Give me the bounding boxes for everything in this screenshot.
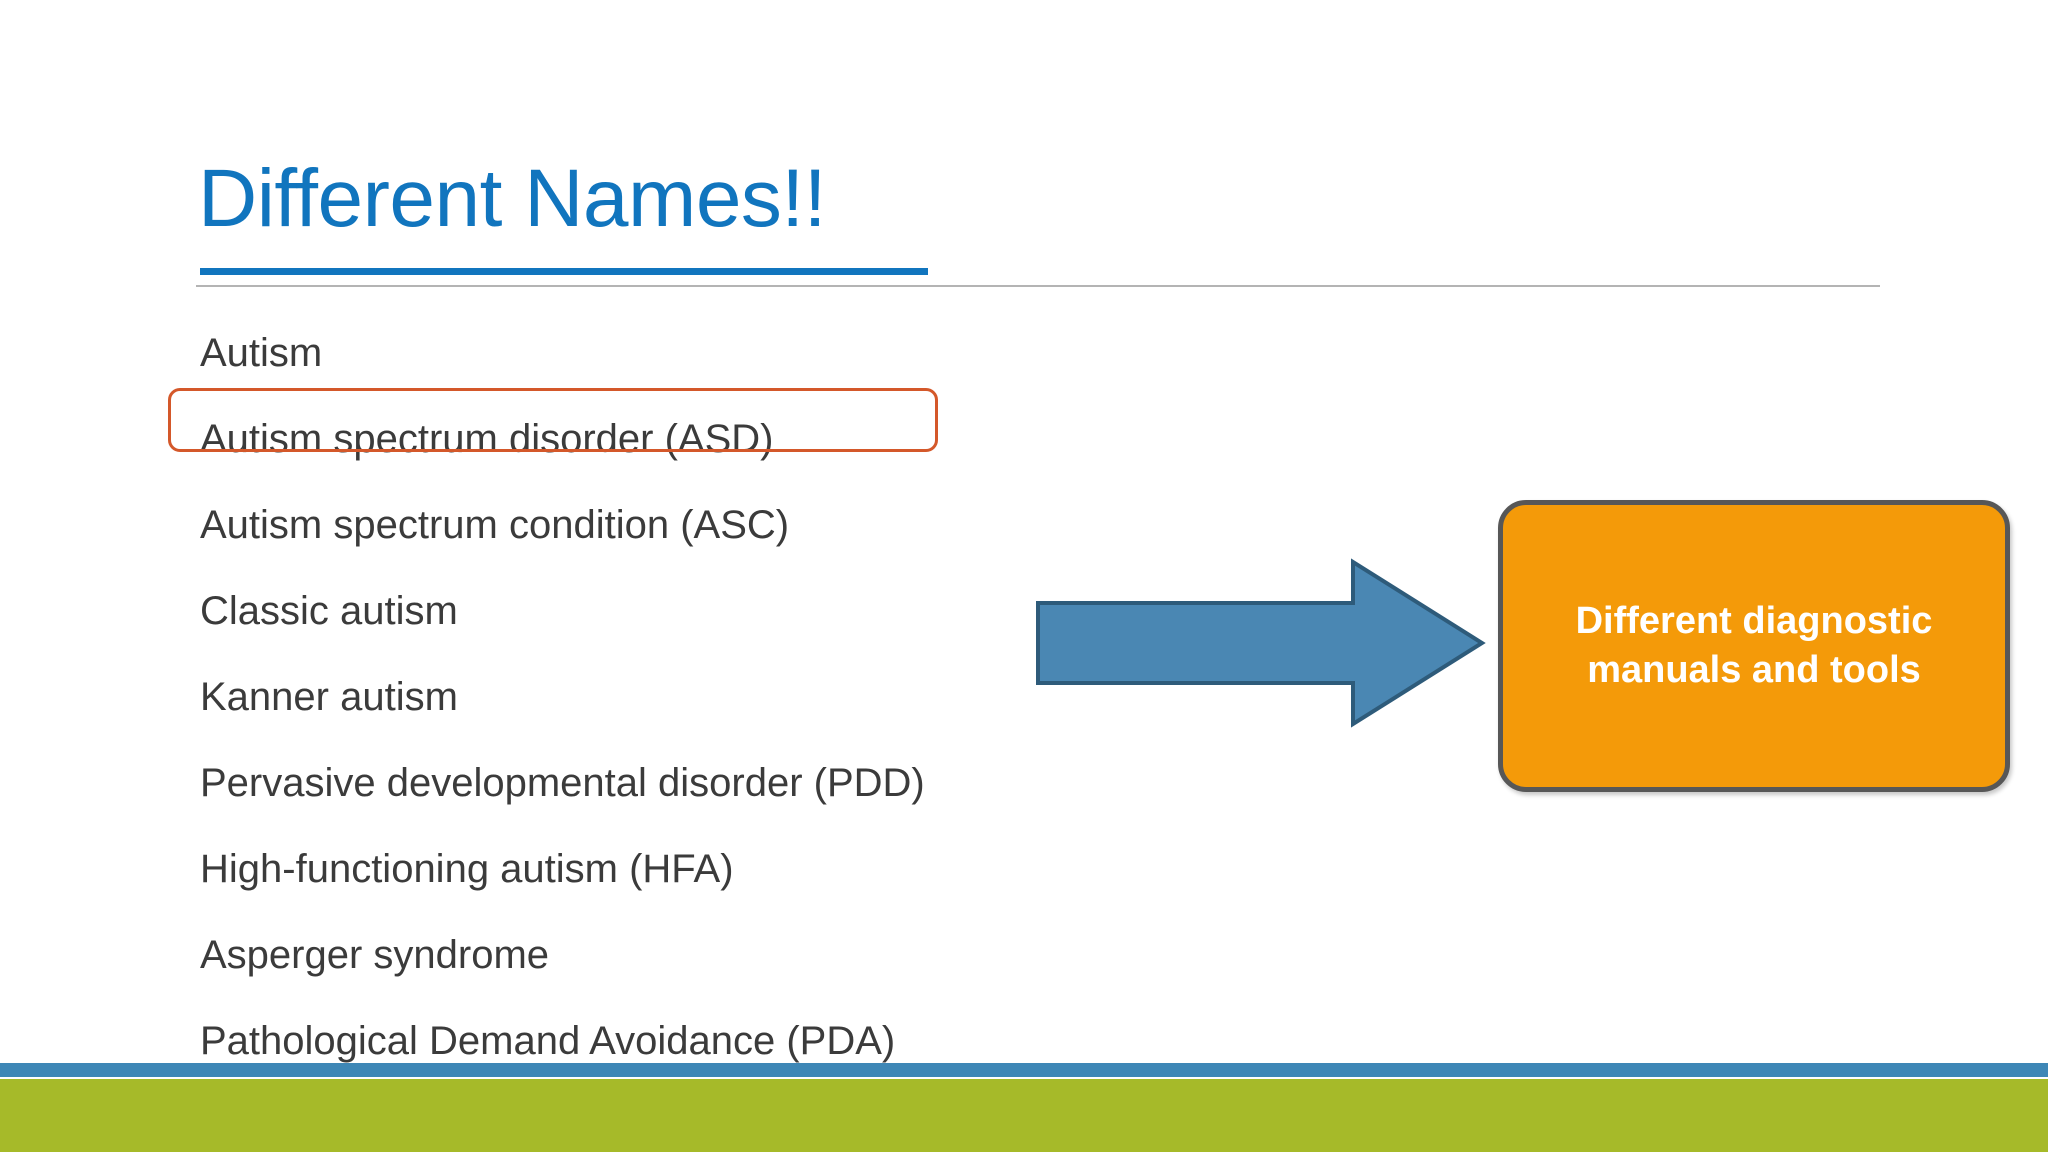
list-item: Pervasive developmental disorder (PDD) bbox=[200, 761, 925, 805]
diagnostic-callout-text: Different diagnostic manuals and tools bbox=[1575, 600, 1933, 691]
right-arrow-icon bbox=[1036, 558, 1486, 728]
title-block: Different Names!! bbox=[198, 158, 958, 240]
list-item: Kanner autism bbox=[200, 675, 458, 719]
footer-green-bar bbox=[0, 1079, 2048, 1152]
list-item: High-functioning autism (HFA) bbox=[200, 847, 734, 891]
list-item: Classic autism bbox=[200, 589, 458, 633]
list-item: Asperger syndrome bbox=[200, 933, 550, 977]
footer-blue-bar bbox=[0, 1063, 2048, 1077]
list-item: Autism spectrum condition (ASC) bbox=[200, 503, 790, 547]
list-item: Pathological Demand Avoidance (PDA) bbox=[200, 1019, 896, 1063]
title-underline-accent bbox=[200, 268, 928, 275]
list-item: Autism bbox=[200, 331, 323, 375]
diagnostic-callout-box: Different diagnostic manuals and tools bbox=[1498, 500, 2010, 792]
autism-names-list: Autism Autism spectrum disorder (ASD) Au… bbox=[198, 310, 1198, 1084]
list-item-highlighted: Autism spectrum disorder (ASD) bbox=[200, 417, 774, 461]
title-divider-rule bbox=[196, 285, 1880, 287]
asd-highlight-outline bbox=[168, 388, 938, 452]
page-title: Different Names!! bbox=[198, 153, 827, 244]
